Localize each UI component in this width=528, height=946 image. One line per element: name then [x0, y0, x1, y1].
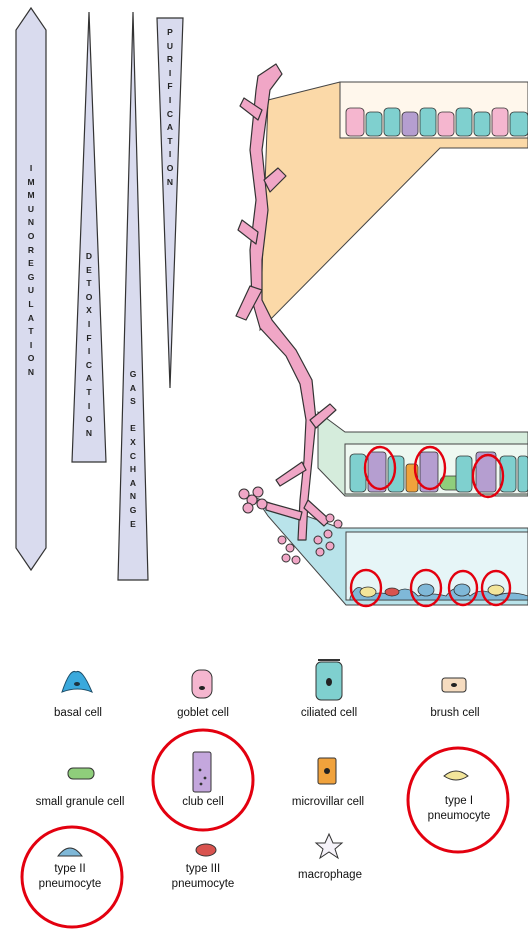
legend-label-ciliated: ciliated cell: [300, 707, 358, 719]
legend-highlights: [20, 728, 510, 929]
legend-label-basal: basal cell: [54, 707, 102, 719]
type-two-pneumocyte-icon: [56, 847, 84, 857]
legend-label-microvillar: microvillar cell: [291, 796, 365, 808]
immunoregulation-bar: [15, 6, 47, 572]
macrophage-icon: [314, 832, 344, 860]
alveoli-clusters: [238, 486, 343, 565]
upper-epithelium: [339, 81, 528, 139]
tissue-highlights: [349, 445, 512, 608]
legend-label-goblet: goblet cell: [177, 707, 229, 719]
gas-exchange-bar: [117, 11, 149, 581]
legend-label-brush: brush cell: [430, 707, 480, 719]
type-three-pneumocyte-icon: [195, 843, 217, 857]
small-granule-cell-icon: [67, 767, 95, 780]
ciliated-cell-icon: [315, 659, 343, 701]
middle-epithelium: [344, 443, 528, 495]
club-cell-icon: [192, 751, 212, 793]
microvillar-cell-icon: [317, 757, 337, 785]
basal-cell-icon: [61, 670, 93, 693]
goblet-cell-icon: [191, 669, 213, 699]
alveolar-epithelium: [345, 531, 528, 601]
legend-label-club: club cell: [182, 796, 224, 808]
type-one-pneumocyte-icon: [443, 770, 469, 781]
purification-bar: [156, 17, 184, 389]
legend-label-macrophage: macrophage: [298, 869, 362, 881]
legend-label-small-granule: small granule cell: [35, 796, 125, 808]
detoxification-bar: [71, 11, 107, 463]
brush-cell-icon: [441, 677, 467, 693]
